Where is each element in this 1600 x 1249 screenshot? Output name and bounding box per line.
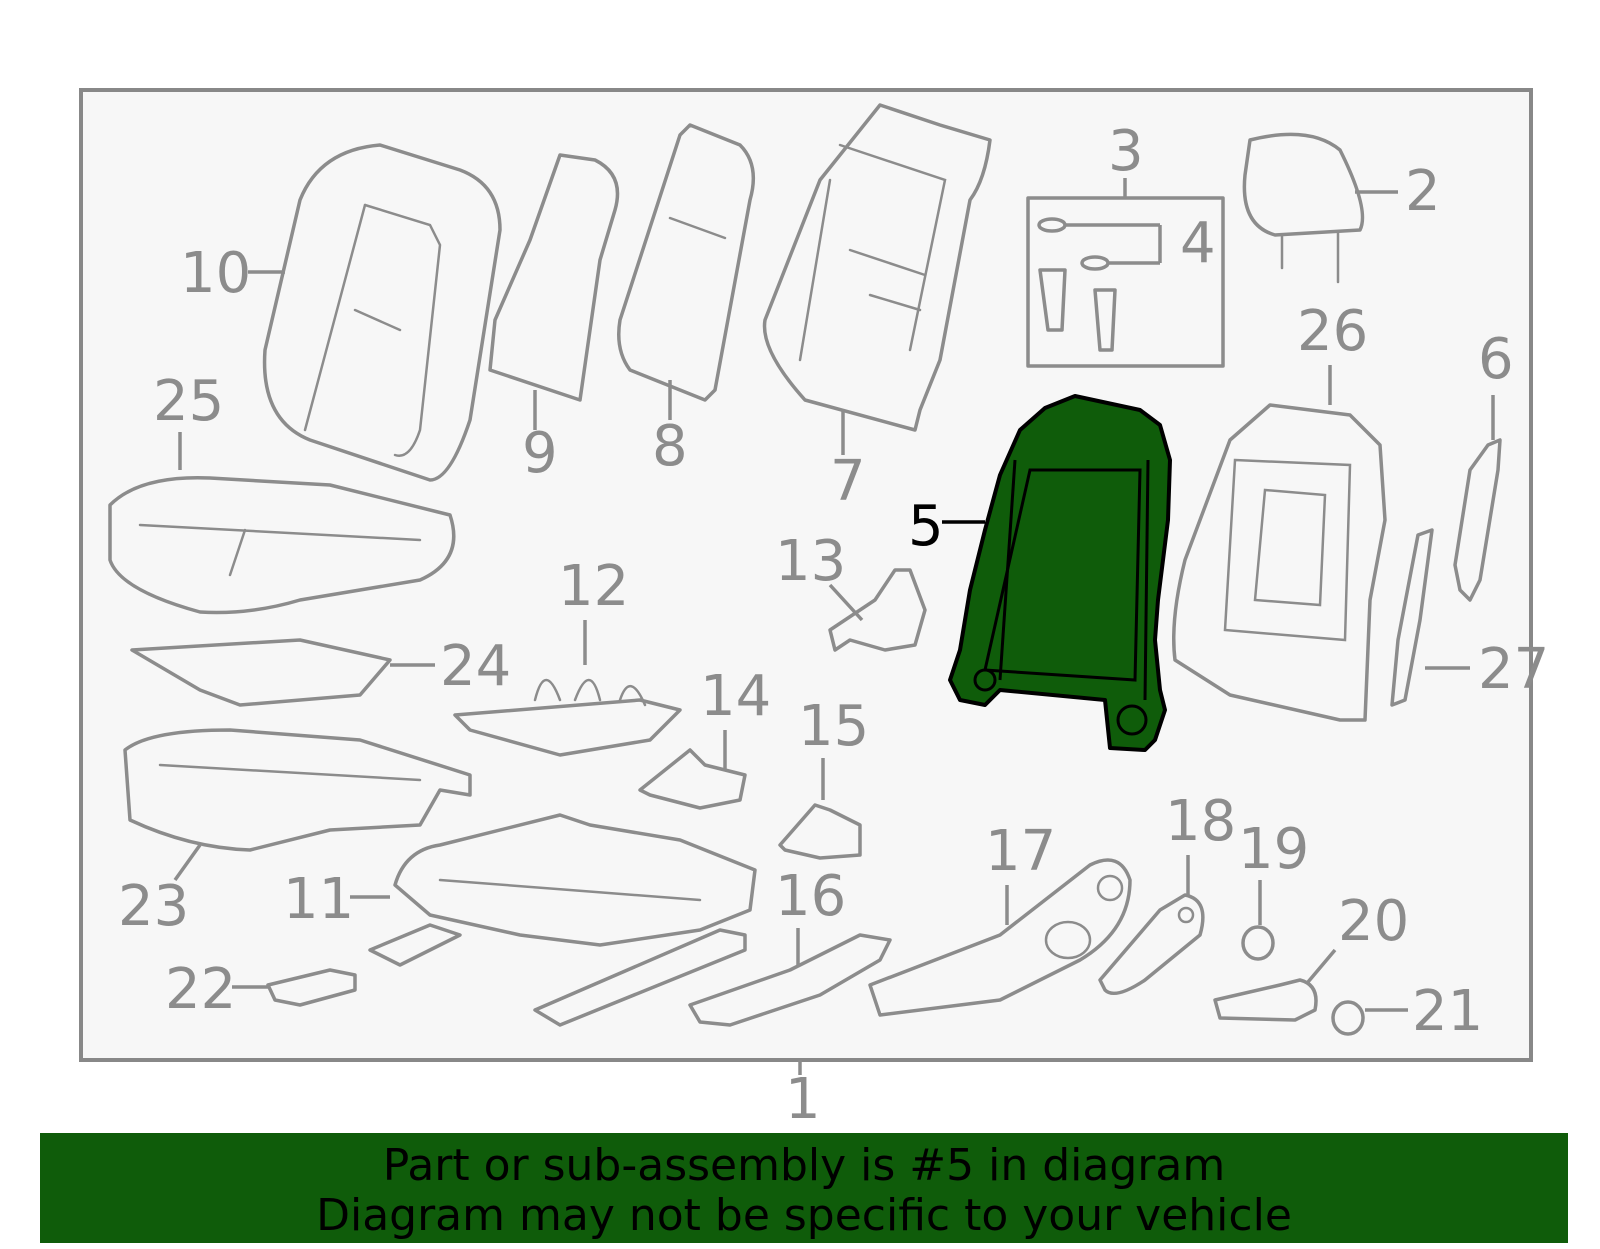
- part-18-recline-lever[interactable]: [1098, 893, 1205, 996]
- callout-15[interactable]: 15: [798, 694, 869, 759]
- part-25-cushion-cover[interactable]: [108, 475, 456, 615]
- callout-8[interactable]: 8: [652, 414, 688, 479]
- callout-26[interactable]: 26: [1297, 299, 1368, 364]
- banner-line-1: Part or sub-assembly is #5 in diagram: [382, 1140, 1226, 1191]
- callout-12[interactable]: 12: [558, 554, 629, 619]
- part-10-seat-back-cover[interactable]: [262, 143, 502, 482]
- part-19-ring[interactable]: [1241, 925, 1275, 961]
- part-8-back-panel[interactable]: [617, 123, 756, 402]
- part-21-ring[interactable]: [1331, 1000, 1365, 1036]
- callout-13[interactable]: 13: [775, 529, 846, 594]
- part-14-bracket[interactable]: [638, 748, 747, 810]
- callout-3[interactable]: 3: [1108, 119, 1144, 184]
- banner-line-2: Diagram may not be specific to your vehi…: [316, 1190, 1292, 1241]
- callout-23[interactable]: 23: [118, 874, 189, 939]
- part-26-rear-panel[interactable]: [1172, 403, 1387, 722]
- part-23-cushion-frame[interactable]: [123, 728, 472, 852]
- part-13-bracket[interactable]: [828, 568, 927, 652]
- part-20-handle[interactable]: [1213, 978, 1318, 1022]
- callout-7[interactable]: 7: [830, 449, 866, 514]
- callout-4[interactable]: 4: [1180, 211, 1216, 276]
- callout-20[interactable]: 20: [1338, 889, 1409, 954]
- callout-14[interactable]: 14: [700, 664, 771, 729]
- callout-6[interactable]: 6: [1478, 327, 1514, 392]
- part-15-bracket[interactable]: [778, 803, 862, 860]
- callout-25[interactable]: 25: [153, 369, 224, 434]
- info-banner: Part or sub-assembly is #5 in diagram Di…: [40, 1133, 1568, 1243]
- callout-1[interactable]: 1: [785, 1067, 821, 1132]
- callout-2[interactable]: 2: [1405, 159, 1441, 224]
- callout-17[interactable]: 17: [985, 819, 1056, 884]
- callout-11[interactable]: 11: [283, 867, 354, 932]
- callout-21[interactable]: 21: [1412, 979, 1483, 1044]
- part-11-seat-track[interactable]: [368, 813, 757, 1027]
- callout-19[interactable]: 19: [1238, 817, 1309, 882]
- part-22-clip[interactable]: [266, 968, 357, 1007]
- part-17-side-shield[interactable]: [868, 858, 1132, 1017]
- leader-23: [173, 843, 202, 882]
- part-27-trim-strip[interactable]: [1390, 528, 1434, 707]
- part-16-side-trim[interactable]: [688, 933, 892, 1027]
- part-5-seat-back-frame[interactable]: [948, 394, 1172, 752]
- part-12-suspension-mat[interactable]: [453, 678, 682, 757]
- callout-9[interactable]: 9: [522, 421, 558, 486]
- part-7-back-shell[interactable]: [762, 103, 992, 432]
- part-9-back-pad[interactable]: [488, 153, 620, 402]
- callout-24[interactable]: 24: [440, 634, 511, 699]
- part-24-cushion-pad[interactable]: [130, 638, 392, 707]
- leader-13: [828, 583, 864, 622]
- callout-10[interactable]: 10: [180, 241, 251, 306]
- part-6-side-trim[interactable]: [1453, 438, 1502, 602]
- part-2-headrest[interactable]: [1242, 132, 1365, 284]
- callout-18[interactable]: 18: [1165, 789, 1236, 854]
- leader-20: [1306, 948, 1337, 984]
- callout-22[interactable]: 22: [165, 957, 236, 1022]
- callout-16[interactable]: 16: [775, 864, 846, 929]
- callout-5[interactable]: 5: [908, 494, 944, 559]
- callout-27[interactable]: 27: [1478, 637, 1549, 702]
